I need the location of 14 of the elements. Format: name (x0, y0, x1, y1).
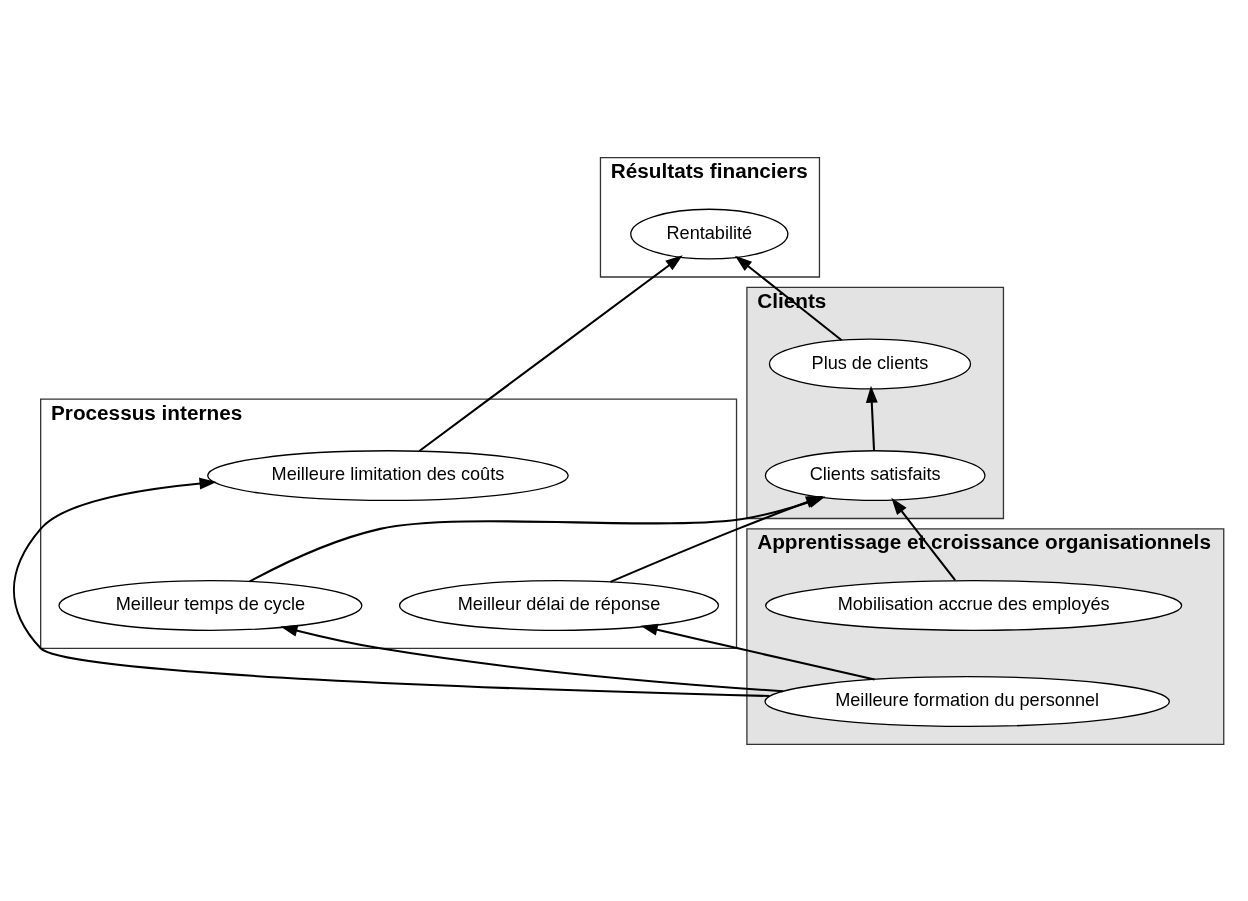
arrow (280, 624, 784, 692)
arrow (640, 623, 875, 680)
node-ellipse: Clients satisfaits (764, 449, 986, 501)
node-ellipse: Plus de clients (768, 337, 972, 389)
node-ellipse: Meilleure formation du personnel (764, 675, 1171, 727)
node-ellipse: Meilleure limitation des coûts (207, 449, 569, 501)
node-ellipse: Meilleur temps de cycle (58, 579, 363, 631)
arrow (13, 477, 770, 697)
arrow (418, 254, 683, 452)
node-ellipse: Mobilisation accrue des employés (765, 579, 1183, 631)
node-ellipse: Rentabilité (630, 208, 789, 260)
arrow (865, 385, 878, 451)
arrow (891, 497, 956, 581)
node-ellipse: Meilleur délai de réponse (398, 579, 720, 631)
